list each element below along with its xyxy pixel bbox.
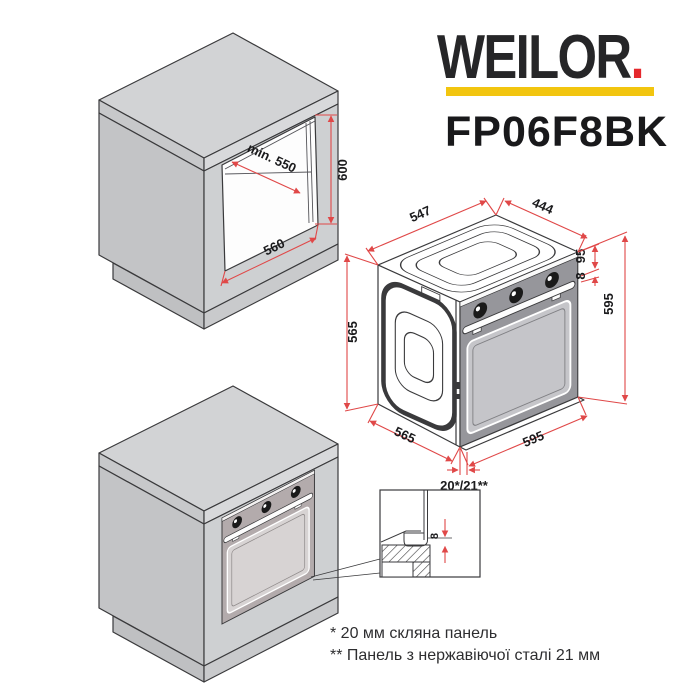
cabinet-plinth-front: [203, 596, 339, 683]
oven-hinge-mark-1: [455, 382, 460, 389]
niche-width-dim-line: [221, 237, 317, 284]
panel-section-hatch-top: [381, 544, 431, 563]
oven-door-window-inner: [231, 513, 306, 607]
mounting-detail-diagram: 8: [379, 489, 481, 578]
detail-leader-line-1: [310, 558, 381, 578]
brand-underline: [446, 87, 654, 96]
niche-height-label: 600: [335, 159, 350, 181]
oven-front-panel: [459, 251, 579, 448]
oven-knobs: [232, 485, 301, 529]
niche-width-ext-right: [314, 224, 319, 241]
oven-door-window: [466, 300, 572, 435]
model-number: FP06F8BK: [445, 108, 669, 156]
oven-top-chamfer: [459, 251, 579, 308]
cabinet-niche-diagram: min. 550 600 560: [98, 32, 350, 330]
niche-top-thickness-line: [224, 120, 316, 170]
panel-section-void: [381, 561, 414, 578]
niche-side-thickness-line: [309, 120, 314, 223]
oven-side-emboss: [381, 282, 457, 431]
niche-depth-dim-line: [231, 161, 301, 194]
footnote-steel-panel: ** Панель з нержавіючої сталі 21 мм: [330, 647, 601, 664]
detail-slope-line: [380, 530, 421, 543]
oven-dim-door: 20*/21**: [440, 478, 489, 493]
oven-dim-595-bottom: 595: [520, 428, 546, 450]
oven-handle: [223, 492, 314, 544]
oven-top-chamfer: [221, 469, 315, 522]
brand-dot: .: [630, 23, 645, 92]
footnote-glass-panel: * 20 мм скляна панель: [330, 625, 498, 642]
oven-dimensions-diagram: 547 444 95 8 595 565: [343, 195, 629, 493]
installed-oven-front: [221, 469, 315, 625]
oven-dim-595-right: 595: [601, 293, 616, 315]
oven-handle: [462, 280, 576, 335]
oven-dim-8: 8: [573, 272, 588, 279]
oven-hinge-mark-2: [455, 394, 460, 399]
brand-logo: WEILOR.: [437, 22, 645, 93]
panel-section-hatch-side: [412, 561, 431, 578]
oven-door-window: [226, 506, 310, 614]
oven-dim-565-left: 565: [345, 321, 360, 343]
oven-knobs: [473, 271, 559, 319]
niche-side-inner-line: [305, 122, 310, 224]
installed-oven-diagram: [98, 385, 339, 683]
detail-dim-8: 8: [429, 533, 441, 539]
oven-latch-detail: [421, 285, 441, 302]
oven-dimensions: 547 444 95 8 595 565: [343, 195, 629, 493]
oven-door-window-inner: [472, 308, 566, 426]
detail-leader-line-2: [312, 572, 381, 581]
brand-name: WEILOR: [437, 23, 632, 92]
oven-dim-547: 547: [407, 203, 433, 226]
oven-dim-95: 95: [573, 249, 588, 263]
